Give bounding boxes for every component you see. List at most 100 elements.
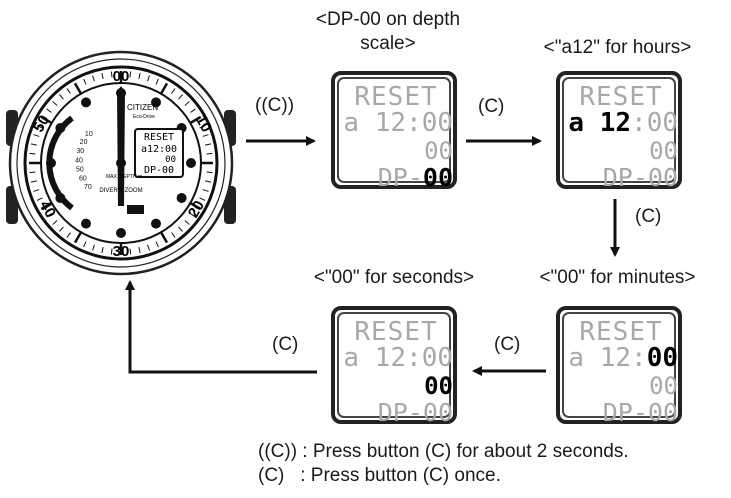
bezel-tick (138, 247, 141, 254)
bezel-tick (138, 72, 141, 79)
bezel-tick (66, 88, 71, 94)
depth-tick-label: 10 (85, 131, 93, 138)
label-press-seconds: (C) (494, 334, 521, 355)
label-press-minutes: (C) (635, 206, 662, 227)
bezel-tick (184, 220, 190, 225)
bezel-tick (83, 78, 87, 85)
lcd-dp-row: DP-00 (377, 398, 453, 427)
watch-lcd-time: a12:00 (141, 144, 177, 155)
dial-hour-marker (81, 218, 91, 229)
bezel-tick (101, 247, 104, 254)
bezel-tick (171, 232, 176, 238)
bezel-number-lower-right: 20 (185, 198, 208, 221)
bezel-tick (190, 213, 196, 218)
bezel-tick (199, 125, 206, 129)
lcd-seconds-highlight: 00 (424, 372, 453, 400)
caption-minutes: <"00" for minutes> (539, 267, 696, 288)
watch-lcd-seconds: 00 (165, 155, 176, 165)
bezel-tick (110, 71, 113, 78)
bezel-number-top: 00 (113, 68, 130, 85)
watch-hand (117, 86, 125, 206)
bezel-tick (36, 197, 43, 201)
bezel-tick (52, 101, 58, 106)
lcd-time-row: a 12:00 (343, 108, 453, 138)
caption-dp-scale: <DP-00 on depth scale> (315, 9, 461, 54)
lcd-dp-row: DP-00 (377, 163, 453, 192)
bezel-number-lower-left: 40 (36, 198, 59, 221)
bezel-tick (46, 108, 52, 113)
bezel-tick (189, 115, 202, 125)
bezel-tick (92, 75, 95, 82)
depth-tick-label: 70 (84, 184, 92, 191)
bezel-number-bottom: 30 (113, 243, 130, 260)
lcd-time-row: a 12:00 (343, 343, 453, 373)
label-press-return: (C) (272, 334, 299, 355)
bezel-tick (92, 244, 95, 251)
dial-name: DIVER'S ZOOM (99, 188, 142, 194)
lcd-seconds: RESET a 12:00 00 DP-00 (331, 306, 457, 427)
lcd-hour-highlight: 12 (599, 108, 632, 138)
bezel-number-right: 10 (192, 112, 215, 135)
watch-lcd (134, 128, 184, 178)
brand-name: CITIZEN (127, 103, 158, 112)
lcd-time-row: a 12:00 (568, 108, 678, 138)
dial-hour-marker (151, 218, 161, 229)
lcd-reset-text: RESET (354, 82, 438, 112)
bezel-tick (46, 213, 52, 218)
bezel-tick (155, 241, 159, 248)
lcd-dp-row: DP-00 (602, 163, 678, 192)
lcd-seconds-row: 00 (424, 137, 453, 165)
lcd-reset-text: RESET (354, 317, 438, 347)
bezel-tick (159, 82, 169, 95)
bezel-tick (199, 197, 206, 201)
lcd-dp-highlight: 00 (422, 163, 453, 192)
brand-sub: Eco-Drive (133, 114, 155, 120)
bezel-tick (40, 201, 53, 211)
bezel-tick (29, 171, 36, 174)
bezel-tick (206, 171, 213, 174)
bezel-tick (178, 94, 183, 100)
bezel-tick (171, 88, 176, 94)
max-depth-label: MAX. DEPTH m (106, 174, 142, 180)
bezel-tick (66, 232, 71, 238)
bezel-tick (147, 75, 150, 82)
bezel-tick (178, 226, 183, 232)
label-press-hours: (C) (478, 96, 505, 117)
caption-seconds: <"00" for seconds> (313, 267, 475, 288)
bezel-tick (29, 152, 36, 155)
watch-lcd-dp: DP-00 (144, 165, 174, 176)
bezel-tick (33, 189, 40, 192)
dial-hour-marker (176, 193, 187, 203)
bezel-tick (40, 115, 53, 125)
lcd-dp-row: DP-00 (602, 398, 678, 427)
lcd-hours: RESET a 12:00 00 DP-00 (556, 71, 682, 192)
bezel-tick (206, 152, 213, 155)
legend-long-press: ((C)) : Press button (C) for about 2 sec… (258, 441, 629, 462)
lcd-dp-depth: RESET a 12:00 00 DP-00 (331, 71, 457, 192)
bezel-tick (33, 134, 40, 137)
bezel-tick (205, 180, 212, 183)
bezel-tick (101, 72, 104, 79)
lcd-seconds-row: 00 (649, 137, 678, 165)
lcd-hour-highlight-prefix: a (568, 108, 585, 138)
label-long-press: ((C)) (255, 95, 295, 116)
dial-hour-marker (81, 97, 91, 108)
bezel-tick (73, 82, 83, 95)
dial-hour-marker (186, 158, 196, 168)
watch-lcd-reset: RESET (144, 132, 174, 143)
bezel-tick (30, 143, 37, 146)
lcd-seconds-row: 00 (649, 372, 678, 400)
depth-tick-label: 20 (80, 139, 88, 146)
bezel-tick (190, 108, 196, 113)
bezel-tick (73, 231, 83, 244)
caption-hours: <"a12" for hours> (543, 37, 692, 58)
bezel-tick (83, 241, 87, 248)
bezel-tick (129, 248, 132, 255)
arrow-seconds-to-watch (125, 280, 317, 374)
bezel-tick (147, 244, 150, 251)
bezel-tick (184, 101, 190, 106)
bezel-tick (59, 94, 64, 100)
bezel-tick (155, 78, 159, 85)
lcd-reset-text: RESET (579, 317, 663, 347)
